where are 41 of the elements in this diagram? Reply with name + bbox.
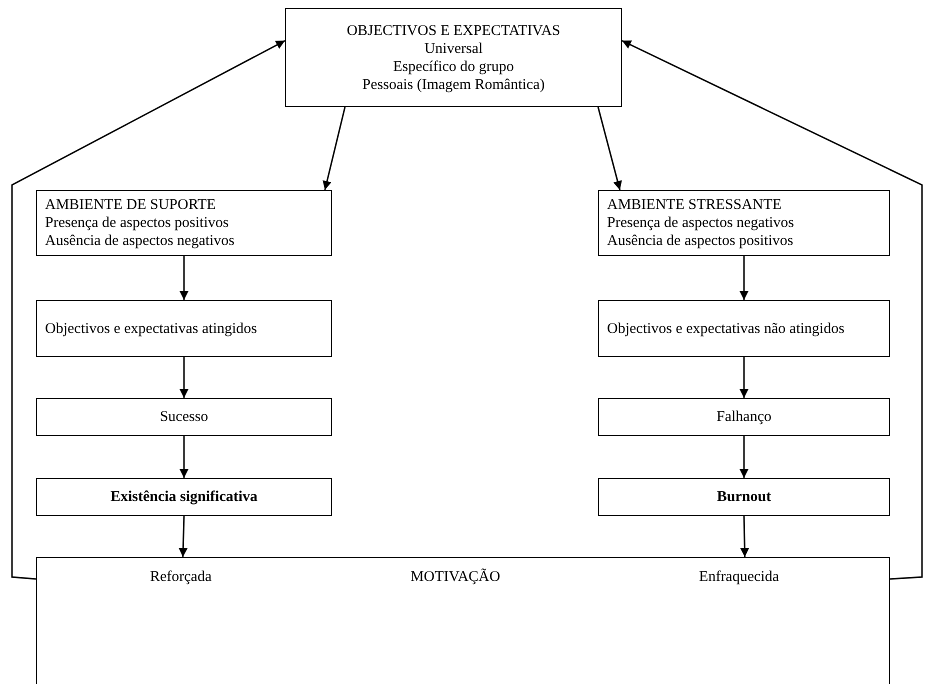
box-text: Universal bbox=[423, 40, 484, 58]
arrow bbox=[11, 40, 286, 580]
process-box bbox=[36, 398, 332, 436]
box-text: Existência significativa bbox=[109, 488, 259, 506]
arrow bbox=[180, 256, 188, 300]
process-box bbox=[598, 478, 890, 516]
process-box bbox=[598, 190, 890, 256]
process-box bbox=[36, 190, 332, 256]
arrow bbox=[178, 516, 188, 558]
box-text: Ausência de aspectos negativos bbox=[45, 232, 236, 250]
arrow bbox=[740, 256, 748, 300]
arrow bbox=[597, 106, 622, 190]
process-box bbox=[598, 398, 890, 436]
box-text: Objectivos e expectativas não atingidos bbox=[607, 320, 846, 338]
box-text: Pessoais (Imagem Romântica) bbox=[361, 76, 546, 94]
box-text: Sucesso bbox=[158, 408, 210, 426]
arrow bbox=[622, 40, 923, 580]
box-text: MOTIVAÇÃO bbox=[410, 568, 500, 586]
arrow bbox=[322, 106, 346, 190]
box-text: Burnout bbox=[716, 488, 772, 506]
arrow bbox=[740, 516, 750, 558]
process-box bbox=[598, 300, 890, 357]
box-text: Reforçada bbox=[150, 568, 212, 586]
box-text: Presença de aspectos positivos bbox=[45, 214, 230, 232]
arrow bbox=[180, 436, 188, 478]
process-box bbox=[36, 300, 332, 357]
box-text: Presença de aspectos negativos bbox=[607, 214, 796, 232]
box-text: Específico do grupo bbox=[392, 58, 515, 76]
box-heading: OBJECTIVOS E EXPECTATIVAS bbox=[346, 22, 562, 40]
arrow bbox=[740, 357, 748, 398]
arrow bbox=[740, 436, 748, 478]
box-text: Ausência de aspectos positivos bbox=[607, 232, 794, 250]
process-box bbox=[36, 478, 332, 516]
box-text: Objectivos e expectativas atingidos bbox=[45, 320, 258, 338]
motivation-box bbox=[36, 557, 890, 684]
box-text: Falhanço bbox=[716, 408, 772, 426]
box-heading: AMBIENTE STRESSANTE bbox=[607, 196, 783, 214]
goals-box bbox=[285, 8, 622, 107]
arrow bbox=[180, 357, 188, 398]
box-heading: AMBIENTE DE SUPORTE bbox=[45, 196, 217, 214]
box-text: Enfraquecida bbox=[699, 568, 779, 586]
